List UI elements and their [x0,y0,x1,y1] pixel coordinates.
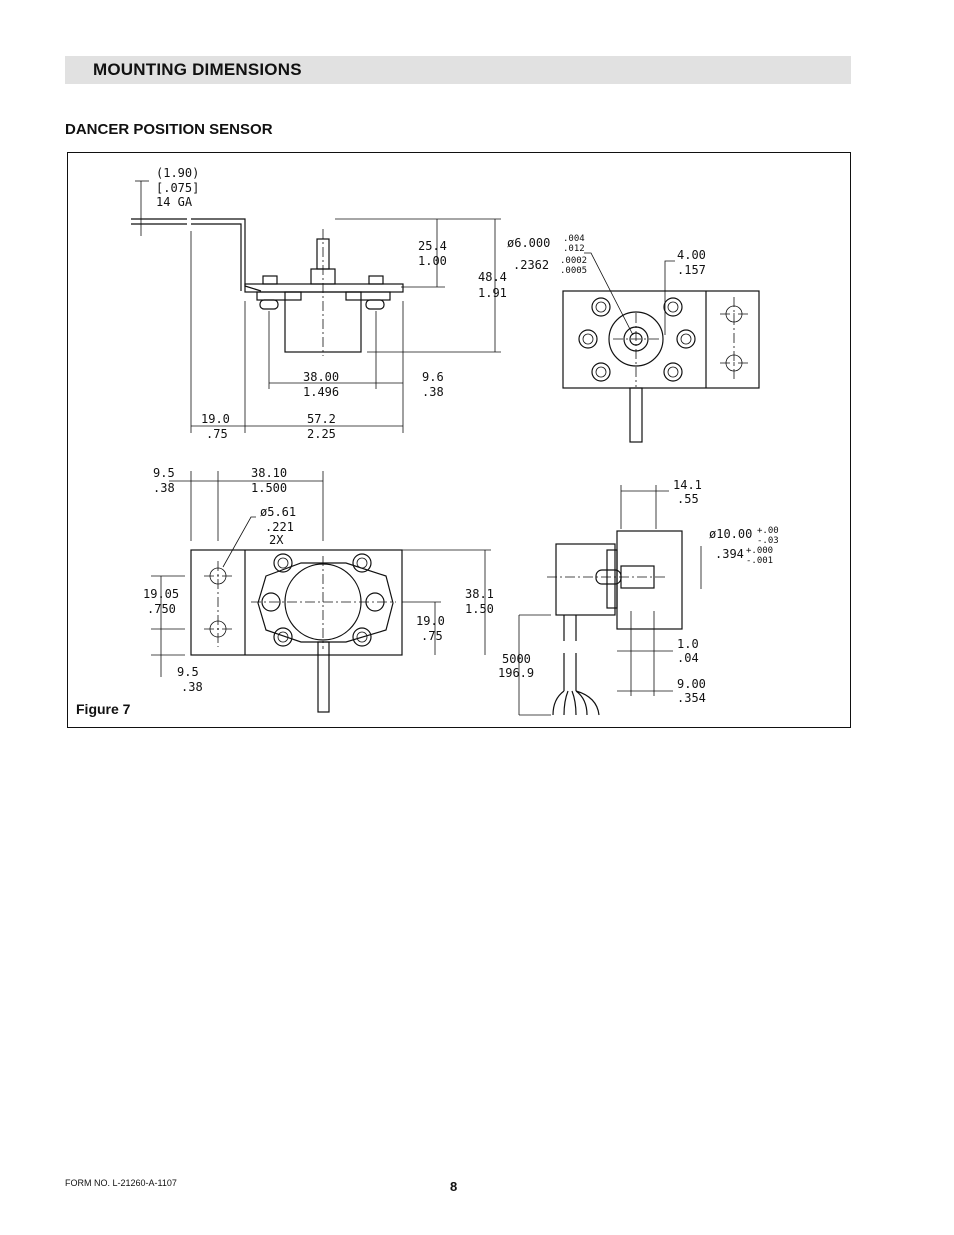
side-view [131,180,501,433]
section-title: MOUNTING DIMENSIONS [93,60,302,79]
dim-bottom-edge-mm: 9.5 [177,665,199,679]
dim-hole-vertical-in: .750 [147,602,176,616]
dim-hole-count: 2X [269,533,284,547]
dim-hub-length-mm: 9.00 [677,677,706,691]
dim-gauge-2: [.075] [156,181,199,195]
dim-flange-in: .04 [677,651,699,665]
dim-right-offset-mm: 9.6 [422,370,444,384]
dim-shaft-in-tol-lower: .0005 [560,266,587,276]
dim-hole-dia-in: .221 [265,520,294,534]
dim-overall-width-in: 2.25 [307,427,336,441]
dim-flange-mm: 1.0 [677,637,699,651]
dim-hub-tol-lower: -.03 [757,536,779,546]
dim-shaft-offset-in: .157 [677,263,706,277]
figure-7-box: (1.90) [.075] 14 GA 25.4 1.00 48.4 1.91 … [67,152,851,728]
dim-mount-spacing-in: 1.500 [251,481,287,495]
dim-shaft-height-in: 1.00 [418,254,447,268]
dim-hole-spacing-mm: 38.00 [303,370,339,384]
form-number: FORM NO. L-21260-A-1107 [65,1178,177,1188]
top-right-view [562,252,760,443]
dim-bottom-edge-in: .38 [181,680,203,694]
dim-overall-width-mm: 57.2 [307,412,336,426]
dim-gauge-1: (1.90) [156,166,199,180]
dim-body-height-mm: 38.1 [465,587,494,601]
dim-hub-in-tol-upper: +.000 [746,546,773,556]
dim-center-height-mm: 19.0 [416,614,445,628]
dim-left-edge-in: .38 [153,481,175,495]
dim-mount-spacing-mm: 38.10 [251,466,287,480]
dim-right-offset-in: .38 [422,385,444,399]
dim-hub-tol-upper: +.00 [757,526,779,536]
dim-hub-dia-mm: ø10.00 [709,527,752,541]
dim-shaft-tol-upper: .004 [563,234,585,244]
dim-left-offset-in: .75 [206,427,228,441]
dim-hub-in-tol-lower: -.001 [746,556,773,566]
dim-overall-height-in: 1.91 [478,286,507,300]
section-header-bar: MOUNTING DIMENSIONS [65,56,851,84]
dim-hole-dia-mm: ø5.61 [260,505,296,519]
sub-title: DANCER POSITION SENSOR [65,121,273,138]
dim-shaft-height-mm: 25.4 [418,239,447,253]
dimension-drawing: (1.90) [.075] 14 GA 25.4 1.00 48.4 1.91 … [131,166,779,716]
figure-label: Figure 7 [76,701,131,717]
dim-hub-length-in: .354 [677,691,706,705]
dim-cable-length-mm: 5000 [502,652,531,666]
dim-center-height-in: .75 [421,629,443,643]
dim-left-offset-mm: 19.0 [201,412,230,426]
dim-shaft-dia-mm: ø6.000 [507,236,550,250]
dim-body-depth-mm: 14.1 [673,478,702,492]
dim-hub-dia-in: .394 [715,547,744,561]
dim-gauge-3: 14 GA [156,195,193,209]
dim-cable-length-in: 196.9 [498,666,534,680]
dim-body-depth-in: .55 [677,492,699,506]
page-number: 8 [450,1179,458,1194]
dim-hole-spacing-in: 1.496 [303,385,339,399]
bottom-left-view [151,471,491,713]
dim-overall-height-mm: 48.4 [478,270,507,284]
dim-left-edge-mm: 9.5 [153,466,175,480]
bottom-right-view [518,485,702,716]
dim-shaft-offset-mm: 4.00 [677,248,706,262]
dim-hole-vertical-mm: 19.05 [143,587,179,601]
dim-body-height-in: 1.50 [465,602,494,616]
dim-shaft-tol-lower: .012 [563,244,585,254]
dim-shaft-dia-in: .2362 [513,258,549,272]
dim-shaft-in-tol-upper: .0002 [560,256,587,266]
